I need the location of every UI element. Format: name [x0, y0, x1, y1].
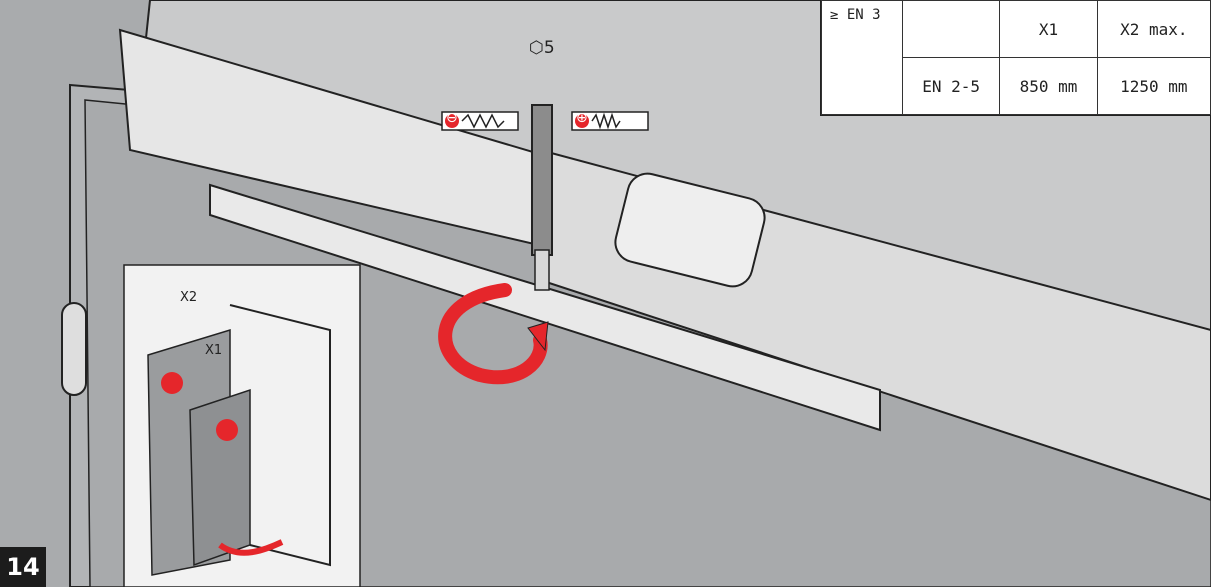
spring-decrease-icon	[445, 114, 459, 128]
spring-increase-label: ⊕	[576, 110, 588, 126]
step-number-badge: 14	[0, 547, 46, 587]
inset-swing-arrow	[218, 539, 284, 556]
header-empty	[901, 0, 1001, 58]
spring-decrease-label: ⊖	[446, 110, 458, 126]
row-class: EN 2-5	[901, 57, 1001, 115]
hex-key-icon: ⬡	[529, 38, 544, 58]
slide-track	[209, 183, 881, 432]
inset-door-small	[189, 388, 251, 567]
spring-increase-coil	[591, 112, 621, 130]
spring-increase-icon	[575, 114, 589, 128]
hex-key-size-label: ⬡5	[529, 38, 555, 58]
inset-plus-icon	[161, 372, 183, 394]
inset-minus-icon	[216, 419, 238, 441]
inset-x2-label: X2	[180, 290, 198, 305]
spec-table: ≥ EN 3 X1 X2 max. EN 2-5 850 mm 1250 mm	[820, 0, 1211, 116]
row-x2: 1250 mm	[1096, 57, 1211, 115]
hex-key-handle	[531, 104, 553, 256]
rotation-arrow	[438, 283, 548, 385]
row-x1: 850 mm	[999, 57, 1098, 115]
header-x2: X2 max.	[1096, 0, 1211, 58]
fire-rating-label: ≥ EN 3	[830, 7, 881, 23]
header-x1: X1	[999, 0, 1098, 58]
rotation-arrow-head	[527, 321, 549, 352]
spring-decrease-coil	[461, 113, 505, 129]
door-hinge	[61, 302, 87, 396]
inset-x1-label: X1	[205, 343, 223, 358]
inset-frame	[229, 304, 331, 567]
motor-cylinder	[614, 172, 766, 288]
fire-rating-cell: ≥ EN 3	[821, 0, 903, 115]
hex-key-shaft	[534, 249, 550, 291]
